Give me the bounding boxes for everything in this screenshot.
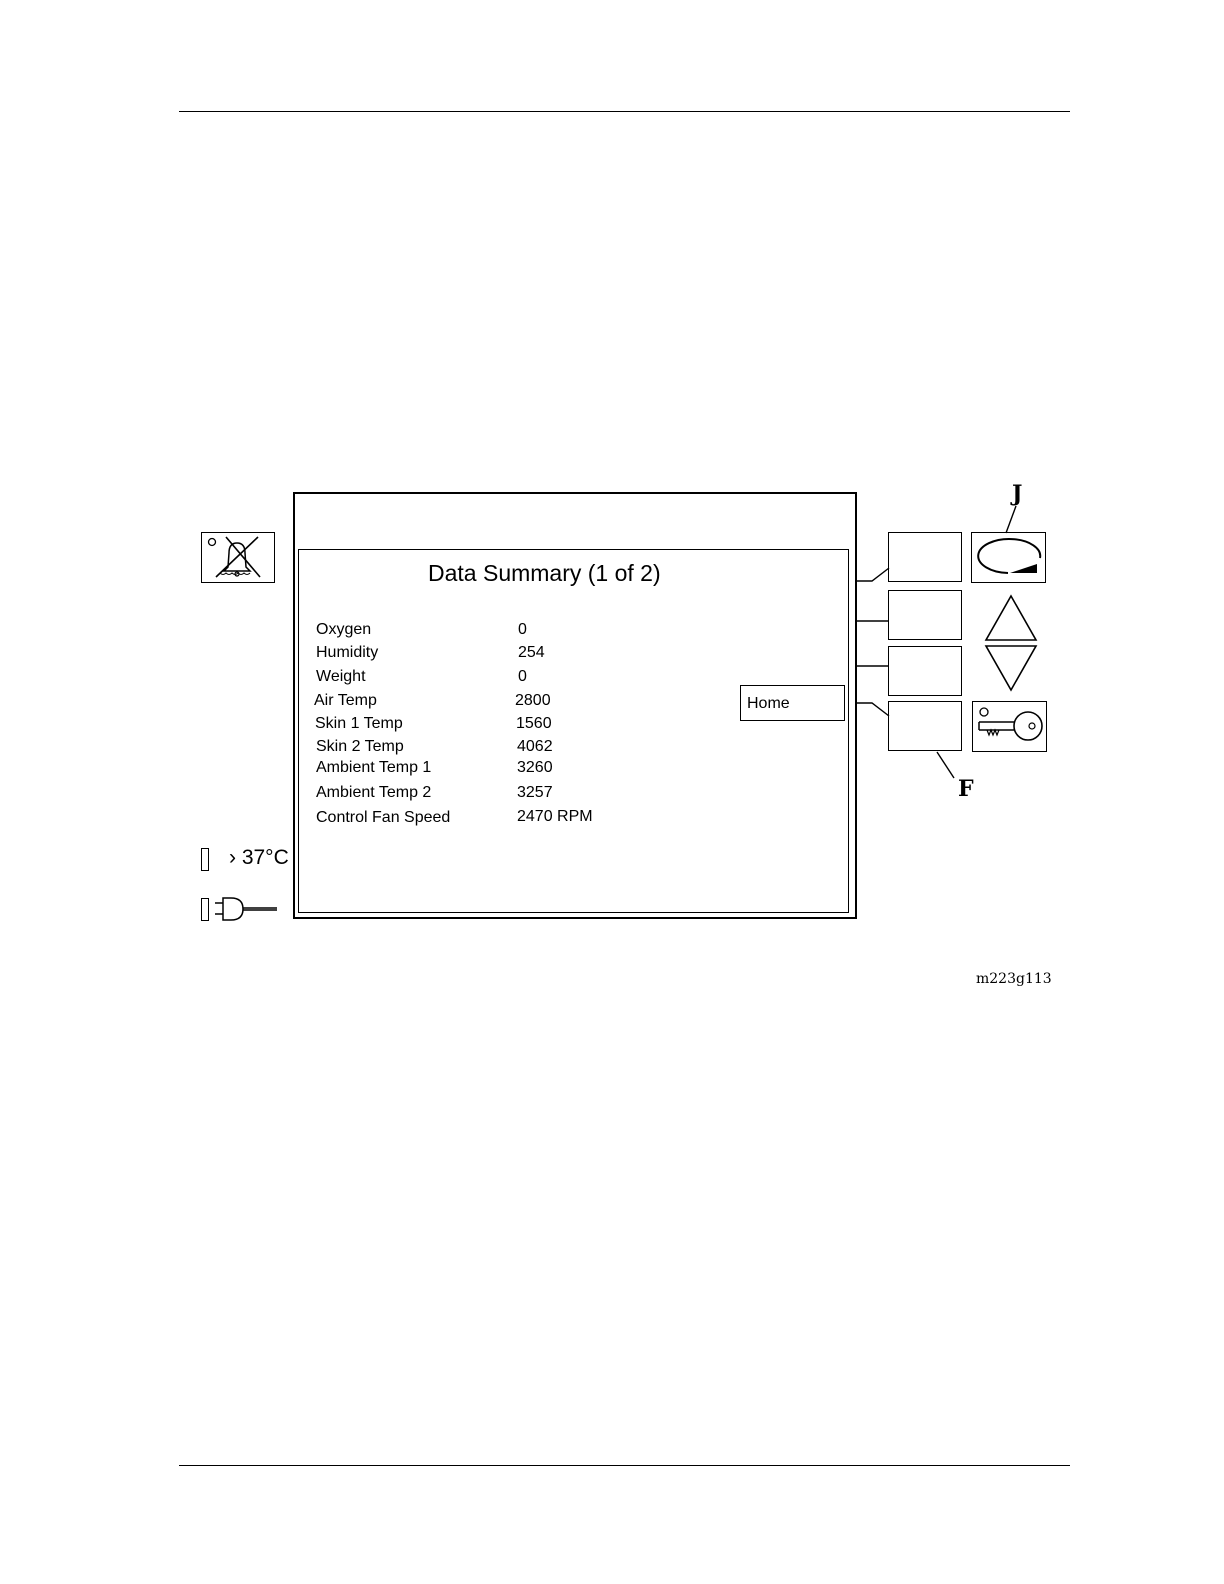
- key-lock-button[interactable]: [972, 701, 1047, 752]
- row-value-ambient-temp-1: 3260: [517, 759, 553, 777]
- alarm-silence-button[interactable]: [201, 532, 275, 583]
- softkey-2[interactable]: [888, 590, 962, 640]
- callout-j: J: [1012, 481, 1022, 507]
- row-value-skin-1-temp: 1560: [516, 715, 552, 733]
- up-down-arrows: [984, 594, 1038, 692]
- row-label-oxygen: Oxygen: [316, 621, 371, 639]
- figure-id: m223g113: [976, 971, 1052, 987]
- row-value-weight: 0: [518, 668, 527, 686]
- row-label-weight: Weight: [316, 668, 366, 686]
- power-indicator-light: [201, 898, 209, 921]
- alarm-silence-icon: [202, 533, 273, 581]
- callout-f: F: [958, 776, 974, 802]
- key-icon: [973, 702, 1045, 750]
- row-label-ambient-temp-2: Ambient Temp 2: [316, 784, 431, 802]
- reset-dial-button[interactable]: [971, 532, 1046, 583]
- row-label-ambient-temp-1: Ambient Temp 1: [316, 759, 431, 777]
- row-value-air-temp: 2800: [515, 692, 551, 710]
- up-arrow-icon[interactable]: [986, 596, 1036, 640]
- home-button[interactable]: Home: [740, 685, 845, 721]
- softkey-4[interactable]: [888, 701, 962, 751]
- footer-rule: [179, 1465, 1070, 1466]
- row-label-air-temp: Air Temp: [314, 692, 377, 710]
- screen-title: Data Summary (1 of 2): [428, 560, 661, 587]
- softkey-3[interactable]: [888, 646, 962, 696]
- temperature-indicator-label: › 37°C: [229, 846, 289, 870]
- row-label-humidity: Humidity: [316, 644, 378, 662]
- reset-dial-icon: [972, 533, 1044, 581]
- row-label-skin-2-temp: Skin 2 Temp: [316, 738, 404, 756]
- power-plug-icon: [213, 895, 279, 923]
- softkey-1[interactable]: [888, 532, 962, 582]
- row-label-skin-1-temp: Skin 1 Temp: [315, 715, 403, 733]
- row-label-control-fan-speed: Control Fan Speed: [316, 809, 450, 827]
- temperature-indicator-icon: [201, 848, 209, 871]
- row-value-control-fan-speed: 2470 RPM: [517, 808, 593, 826]
- row-value-ambient-temp-2: 3257: [517, 784, 553, 802]
- row-value-oxygen: 0: [518, 621, 527, 639]
- down-arrow-icon[interactable]: [986, 646, 1036, 690]
- row-value-skin-2-temp: 4062: [517, 738, 553, 756]
- row-value-humidity: 254: [518, 644, 545, 662]
- header-rule: [179, 111, 1070, 112]
